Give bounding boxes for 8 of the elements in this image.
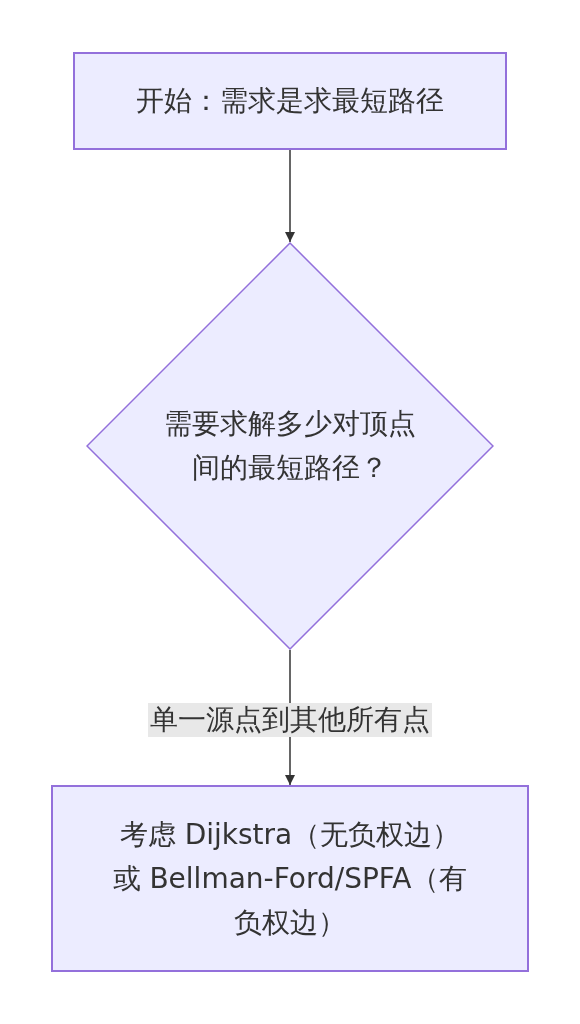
decision-diamond [86,242,494,650]
edge-label: 单一源点到其他所有点 [148,702,432,737]
arrow [285,149,295,243]
process-box [73,52,507,150]
step-text: 考虑 Dijkstra（无负权边）或 Bellman-Ford/SPFA（有负权边） [111,816,469,941]
step-text: 开始：需求是求最短路径 [135,83,445,119]
question-text: 需要求解多少对顶点间的最短路径？ [163,406,417,486]
process-box [51,785,529,972]
